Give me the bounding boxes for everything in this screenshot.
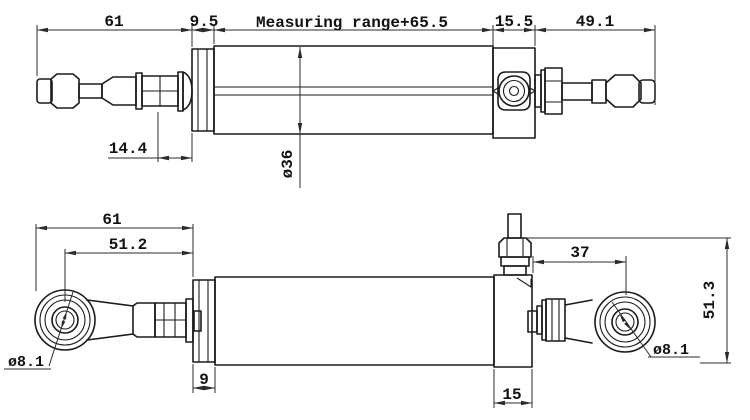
dim-label-14-4: 14.4 [109, 140, 148, 158]
ball-housing-right [594, 291, 656, 353]
top-dimensions: 61 9.5 Measuring range+65.5 15.5 49.1 14… [36, 13, 656, 188]
dim-label-37: 37 [570, 244, 589, 262]
left-rod-assembly [36, 71, 193, 112]
rod-end-body [605, 74, 642, 108]
rear-cap-bottom [192, 279, 216, 363]
gland-nut [498, 237, 532, 258]
dim-label-49-1: 49.1 [576, 13, 614, 31]
dim-label-51-2: 51.2 [109, 236, 147, 254]
eye-boss [492, 71, 536, 111]
bottom-view: 61 51.2 9 15 37 51.3 [4, 211, 731, 408]
rod-tip-left [36, 78, 53, 104]
dim-label-dia36: ø36 [279, 150, 297, 179]
dim-label-15: 15 [502, 386, 521, 404]
dim-label-61-top: 61 [104, 13, 123, 31]
dim-label-61-bottom: 61 [102, 211, 121, 229]
ball-hole-left [51, 306, 79, 334]
shaft-bushing-left [193, 310, 202, 332]
cable-gland [498, 213, 532, 276]
cylinder-body-bottom [192, 274, 538, 368]
cable-stub [507, 213, 522, 239]
dim-label-dia8-1-right: ø8.1 [653, 342, 689, 359]
dome-washer [182, 71, 193, 111]
sensor-head-bottom [493, 274, 533, 368]
ball-hole-right [611, 308, 639, 336]
dim-label-15-5: 15.5 [495, 13, 533, 31]
dim-label-9-5: 9.5 [190, 13, 219, 31]
dim-label-measuring-range: Measuring range+65.5 [256, 14, 448, 32]
right-rod-assembly [534, 67, 656, 115]
dim-label-51-3: 51.3 [701, 281, 719, 319]
rod-end-left [34, 289, 194, 351]
body-tube [213, 45, 494, 135]
top-view: 61 9.5 Measuring range+65.5 15.5 49.1 14… [36, 13, 656, 188]
rear-cap [191, 48, 215, 132]
rod-end-right [536, 291, 656, 353]
dim-label-9: 9 [199, 371, 209, 389]
bottom-dimensions: 61 51.2 9 15 37 51.3 [4, 211, 731, 408]
cylinder-body-top [191, 45, 536, 139]
hex-nut-bottom [545, 298, 566, 342]
dim-label-dia8-1-left: ø8.1 [8, 354, 44, 371]
hex-nut [544, 67, 563, 115]
body-tube-bottom [214, 276, 495, 366]
